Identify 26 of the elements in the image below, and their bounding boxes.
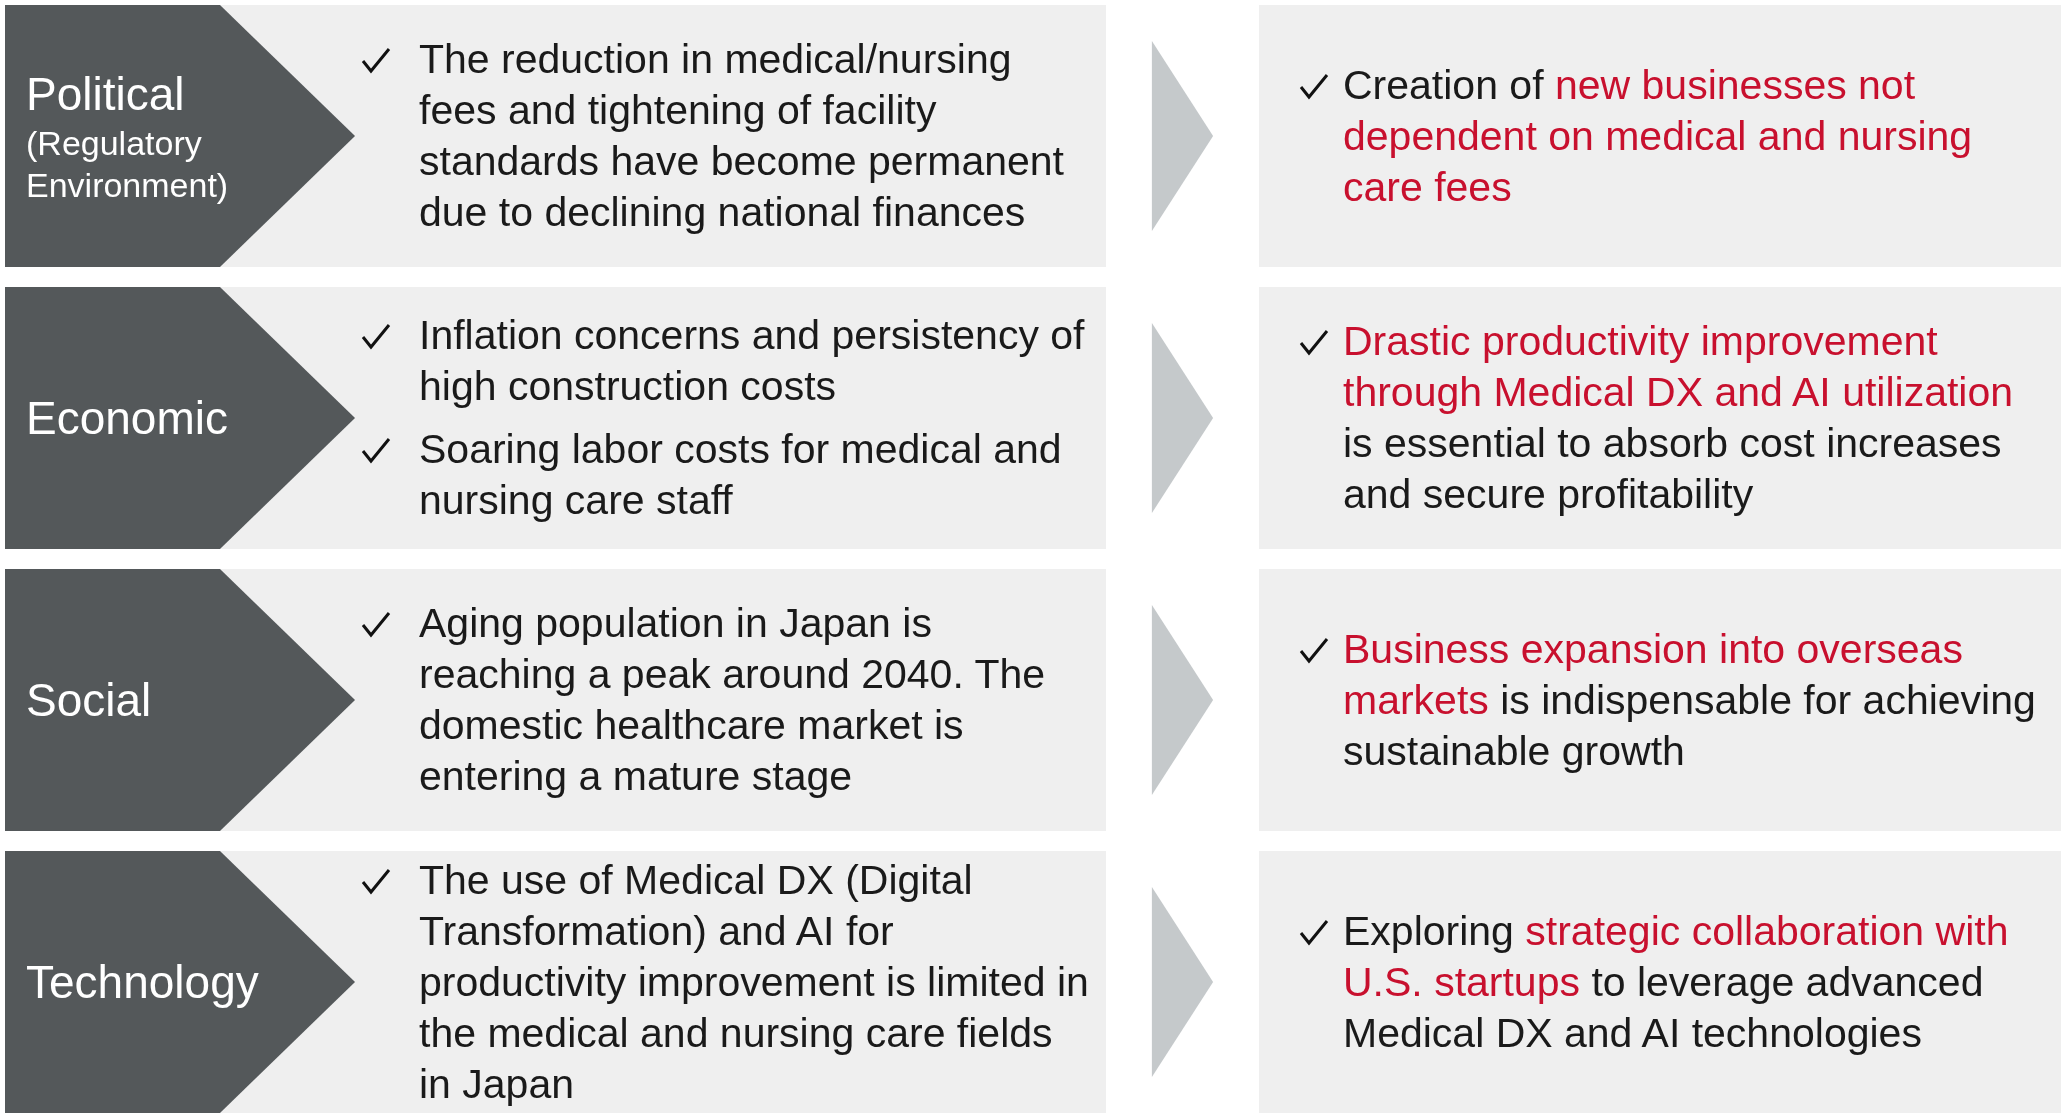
bullet-text: Aging population in Japan is reaching a peak around 2040. The domestic healthcare market is entering a mature stage <box>419 599 1047 801</box>
text-panel <box>5 569 1106 831</box>
bullet-text: Exploring strategic collaboration with U.S. startups to leverage advanced Medical DX and AI technologies <box>1343 906 2010 1058</box>
bullet-text: Drastic productivity improvement through Medical DX and AI utilization is essential to absorb cost increases and secure profitability <box>1343 317 2015 519</box>
text-panel <box>5 287 1106 549</box>
bullet-text: Soaring labor costs for medical and nursing care staff <box>419 425 1063 525</box>
text-panel <box>1259 5 2061 267</box>
category-title: Social <box>26 673 153 728</box>
chevron-arrow <box>1151 323 1214 513</box>
category-subtitle: (Regulatory Environment) <box>26 123 230 206</box>
category-title: Economic <box>26 391 229 446</box>
text-panel <box>1259 287 2061 549</box>
chevron-arrow <box>1151 41 1214 231</box>
category-title: Technology <box>26 955 260 1010</box>
text-panel <box>5 851 1106 1113</box>
chevron-arrow <box>1151 887 1214 1077</box>
category-title: Political <box>26 67 186 122</box>
text-panel <box>1259 851 2061 1113</box>
text-panel <box>1259 569 2061 831</box>
text-panel <box>5 5 1106 267</box>
bullet-text: The use of Medical DX (Digital Transformation) and AI for productivity improvement is limited in the medical and nursing care fields in Japan <box>419 855 1090 1109</box>
bullet-text: Inflation concerns and persistency of high construction costs <box>419 311 1086 411</box>
bullet-text: Business expansion into overseas markets is indispensable for achieving sustainable growth <box>1343 624 2037 776</box>
chevron-arrow <box>1151 605 1214 795</box>
bullet-text: Creation of new businesses not dependent on medical and nursing care fees <box>1343 60 1974 212</box>
bullet-text: The reduction in medical/nursing fees and tightening of facility standards have become permanent due to declining national finances <box>419 35 1065 237</box>
